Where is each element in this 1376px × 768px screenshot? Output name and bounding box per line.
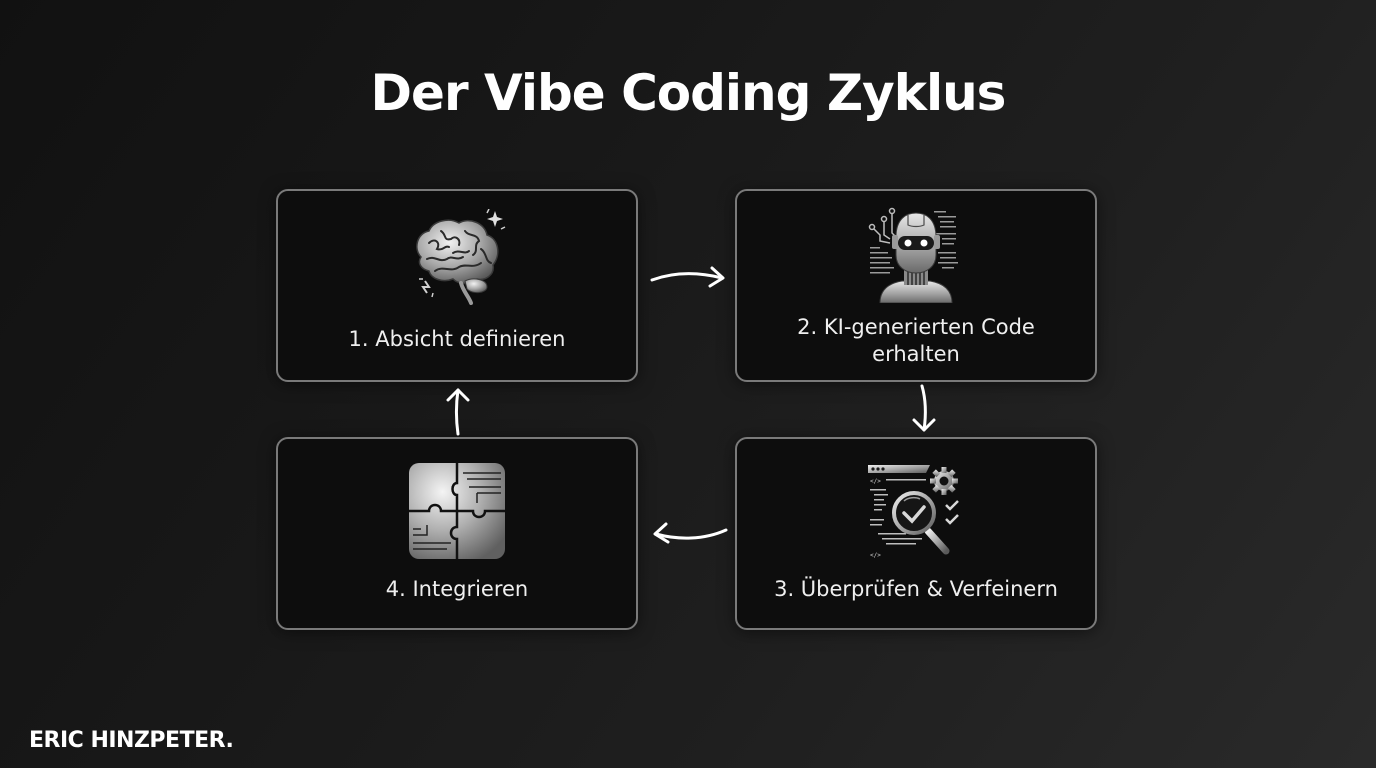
step-2-label-line2: erhalten xyxy=(872,342,960,366)
puzzle-pieces-icon xyxy=(409,463,505,559)
page-title: Der Vibe Coding Zyklus xyxy=(370,64,1007,122)
step-2-label: 2. KI-generierten Code erhalten xyxy=(737,314,1095,368)
step-1-label: 1. Absicht definieren xyxy=(348,327,566,351)
step-3-box: </> </> xyxy=(735,437,1097,630)
svg-text:</>: </> xyxy=(870,478,881,485)
arrow-down-icon xyxy=(912,384,936,432)
step-3-label: 3. Überprüfen & Verfeinern xyxy=(774,577,1058,601)
arrow-up-icon xyxy=(446,388,470,436)
step-2-box: 2. KI-generierten Code erhalten xyxy=(735,189,1097,382)
step-2-label-line1: 2. KI-generierten Code xyxy=(797,315,1035,339)
step-4-label: 4. Integrieren xyxy=(385,577,529,601)
step-4-box: 4. Integrieren xyxy=(276,437,638,630)
code-review-magnifier-icon: </> </> xyxy=(868,465,959,559)
svg-text:</>: </> xyxy=(870,552,881,559)
arrow-left-icon xyxy=(653,522,728,544)
arrow-right-icon xyxy=(650,266,725,288)
brand-logo-text: ERIC HINZPETER. xyxy=(29,728,234,753)
robot-icon xyxy=(868,207,958,303)
brain-icon xyxy=(416,209,506,305)
step-1-box: 1. Absicht definieren xyxy=(276,189,638,382)
